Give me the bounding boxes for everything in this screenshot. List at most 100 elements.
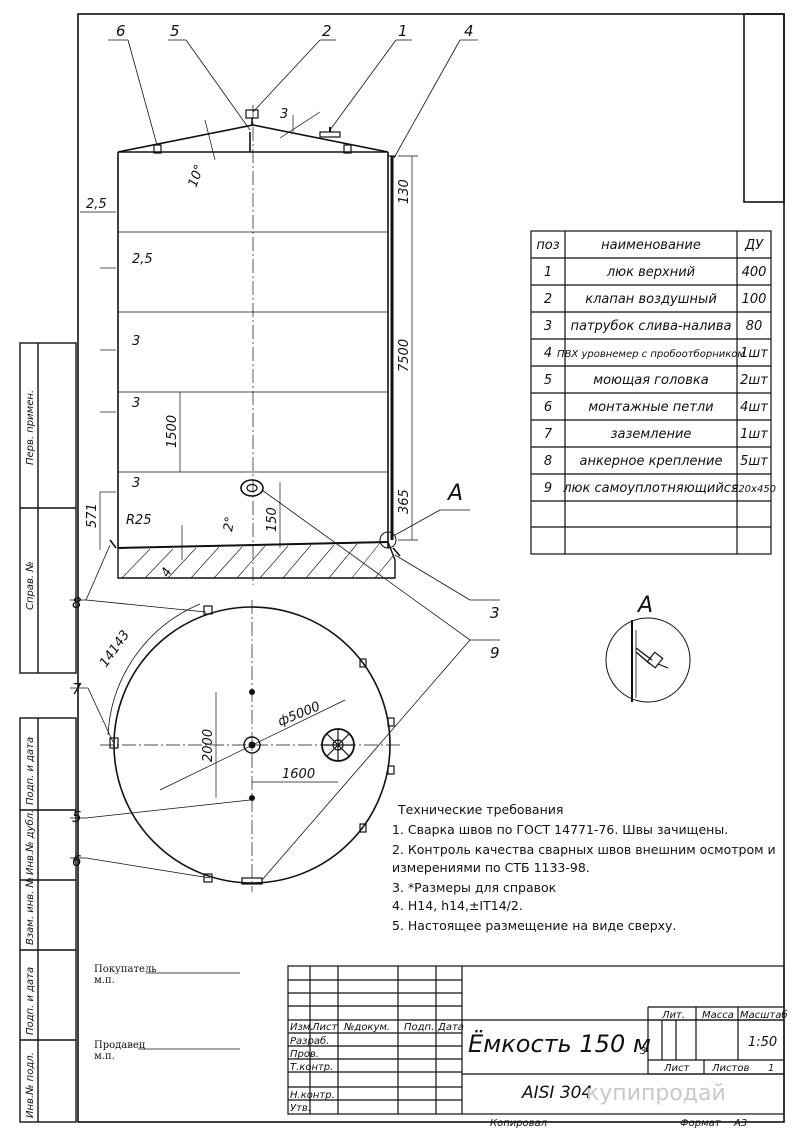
- tb-kopiroval: Копировал: [490, 1118, 548, 1129]
- callout-6: 6: [116, 22, 126, 40]
- corner-stamp-box: [743, 13, 785, 203]
- tb-lit: Лит.: [661, 1010, 685, 1021]
- dim-angle-10: 10°: [186, 163, 208, 190]
- dim-2000: 2000: [201, 729, 216, 762]
- tb-sign: Подп.: [404, 1022, 434, 1033]
- parts-table-cell: 2: [544, 292, 552, 307]
- tb-nkontr: Н.контр.: [290, 1090, 335, 1101]
- requirement-4: 4. Н14, h14,±IT14/2.: [392, 898, 523, 913]
- parts-table-cell: 1: [544, 265, 552, 280]
- tb-date: Дата: [437, 1022, 464, 1033]
- side-stamp-labels: Перв. примен. Справ. № Подп. и дата Инв.…: [24, 390, 36, 1118]
- drawing-title-superscript: 3: [640, 1046, 646, 1057]
- view-a-label: A: [446, 481, 463, 506]
- parts-table-cell: 1шт: [740, 427, 768, 442]
- tb-tkontr: Т.контр.: [290, 1062, 333, 1073]
- tb-izm: Изм.: [290, 1022, 314, 1033]
- side-stamp-2: Справ. №: [25, 561, 36, 610]
- parts-table-cell: 6: [544, 400, 552, 415]
- dim-roof-3: 3: [280, 107, 288, 122]
- parts-table-cell: 5: [544, 373, 552, 388]
- parts-table-cell: 2шт: [740, 373, 768, 388]
- signature-lines: Покупатель м.п. Продавец м.п.: [94, 964, 240, 1062]
- dim-angle-2: 2°: [221, 516, 238, 533]
- parts-table-cell: 3: [544, 319, 552, 334]
- dim-365: 365: [397, 489, 412, 514]
- callout-1: 1: [398, 22, 408, 40]
- parts-table-header-0: поз: [536, 238, 559, 253]
- tb-prov: Пров.: [290, 1049, 319, 1060]
- drawing-material: AISI 304: [521, 1083, 592, 1103]
- parts-table-header-1: наименование: [601, 238, 701, 253]
- dim-diameter-5000: ф5000: [276, 699, 323, 729]
- requirement-3: 3. *Размеры для справок: [392, 880, 557, 895]
- dim-3-a: 3: [132, 334, 140, 349]
- drawing-title: Ёмкость 150 м: [468, 1029, 651, 1058]
- parts-table-cell: 320х450: [732, 484, 776, 495]
- callout-4: 4: [464, 22, 474, 40]
- front-view-dimensions: [80, 111, 418, 560]
- detail-a-view: [605, 617, 691, 703]
- requirement-1: 1. Сварка швов по ГОСТ 14771-76. Швы зач…: [392, 822, 728, 837]
- dim-14143: 14143: [97, 628, 133, 670]
- callout-5: 5: [170, 22, 180, 40]
- callout-6-top-view: 6: [72, 852, 82, 870]
- parts-table-grid: [530, 230, 772, 555]
- parts-table-cell: 5шт: [740, 454, 768, 469]
- seller-label: Продавец: [94, 1040, 146, 1051]
- parts-table-cell: заземление: [611, 427, 692, 442]
- dim-3-c: 3: [132, 476, 140, 491]
- parts-table-cell: клапан воздушный: [585, 292, 717, 307]
- tb-massa: Масса: [702, 1010, 734, 1021]
- parts-table-cell: 100: [742, 292, 767, 307]
- tank-front-view: [109, 105, 401, 585]
- top-view-dimension-text: 14143 ф5000 2000 1600: [97, 628, 322, 782]
- parts-table-cell: патрубок слива-налива: [570, 319, 731, 334]
- tb-razrab: Разраб.: [290, 1035, 329, 1047]
- parts-table-cell: 80: [746, 319, 763, 334]
- side-stamp-3: Подп. и дата: [25, 737, 36, 805]
- side-stamp-4: Инв.№ дубл.: [24, 810, 36, 875]
- parts-table-header-2: ДУ: [744, 238, 764, 253]
- parts-table-cell: ПВХ уровнемер с пробоотборником: [557, 348, 745, 360]
- watermark: купипродай: [586, 1081, 726, 1106]
- parts-table-cell: 4шт: [740, 400, 768, 415]
- tb-doc: №докум.: [343, 1022, 390, 1033]
- dim-1500: 1500: [165, 415, 180, 448]
- callout-7: 7: [72, 680, 82, 698]
- dim-3-b: 3: [132, 396, 140, 411]
- parts-table-cell: 400: [742, 265, 767, 280]
- requirement-5: 5. Настоящее размещение на виде сверху.: [392, 918, 676, 933]
- buyer-stamp-label: м.п.: [94, 975, 115, 986]
- tb-scale-value: 1:50: [748, 1035, 777, 1050]
- tb-list: Лист: [311, 1022, 339, 1033]
- parts-table-cell: 8: [544, 454, 552, 469]
- callout-9: 9: [490, 644, 500, 662]
- dim-130: 130: [397, 179, 412, 204]
- tank-top-view: [100, 600, 400, 892]
- callout-leaders: [70, 39, 500, 881]
- seller-stamp-label: м.п.: [94, 1051, 115, 1062]
- tb-format: Формат: [680, 1118, 722, 1129]
- side-stamp-columns: [19, 342, 77, 1123]
- technical-requirements: Технические требования 1. Сварка швов по…: [392, 802, 776, 933]
- callout-numbers: 6 5 2 1 4 3 9 8 7 5 6: [72, 22, 500, 870]
- callout-2: 2: [322, 22, 332, 40]
- buyer-label: Покупатель: [94, 964, 157, 975]
- title-block-text: Изм. Лист №докум. Подп. Дата Разраб. Про…: [290, 1009, 788, 1129]
- callout-8: 8: [72, 594, 82, 612]
- front-view-dimension-text: 2,5 2,5 3 3 3 3 10° 130 7500 1500 365 57…: [85, 107, 412, 580]
- parts-table-cell: 1шт: [740, 346, 768, 361]
- parts-table-cell: 4: [544, 346, 552, 361]
- side-stamp-1: Перв. примен.: [25, 390, 36, 465]
- parts-table-cell: 7: [544, 427, 553, 442]
- tb-format-value: А3: [733, 1118, 747, 1129]
- requirements-title: Технические требования: [397, 802, 563, 817]
- requirement-2-cont: измерениями по СТБ 1133-98.: [392, 860, 590, 875]
- side-stamp-6: Подп. и дата: [25, 967, 36, 1035]
- tb-masshtab: Масштаб: [740, 1009, 788, 1021]
- parts-table-cell: моющая головка: [593, 373, 708, 388]
- side-stamp-5: Взам. инв. №: [25, 877, 36, 945]
